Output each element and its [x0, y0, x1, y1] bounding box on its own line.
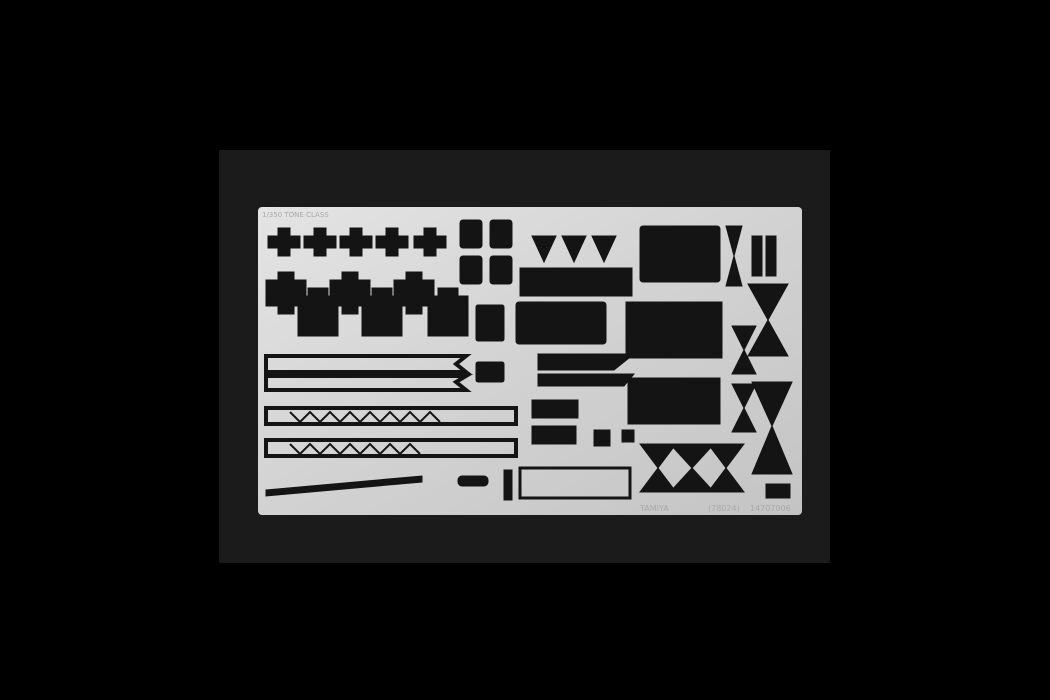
- scale-label: 1/350 TONE CLASS: [262, 211, 329, 219]
- brand-logo-text: TAMIYA: [639, 504, 669, 513]
- cross-parts-row: [267, 227, 447, 257]
- long-rails: [264, 354, 518, 501]
- part-number: 14707006: [750, 504, 791, 513]
- etched-parts: [264, 219, 793, 501]
- item-code: (78024): [708, 504, 740, 513]
- large-cross-parts: [265, 271, 469, 337]
